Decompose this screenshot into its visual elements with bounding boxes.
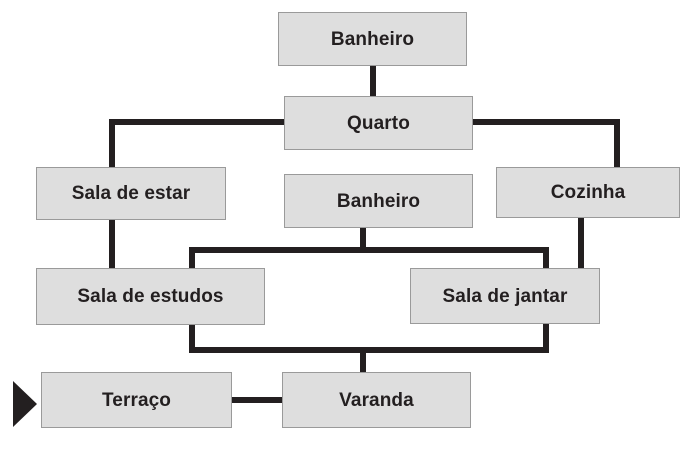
edge-quarto-cozinha [473,119,620,167]
edge-quarto-sala-de-estar [109,119,284,167]
start-pointer-triangle [13,381,37,427]
node-varanda[interactable]: Varanda [282,372,471,428]
node-banheiro-top[interactable]: Banheiro [278,12,467,66]
edge-bus-lower [189,324,549,353]
edge-bus-upper [189,247,549,268]
